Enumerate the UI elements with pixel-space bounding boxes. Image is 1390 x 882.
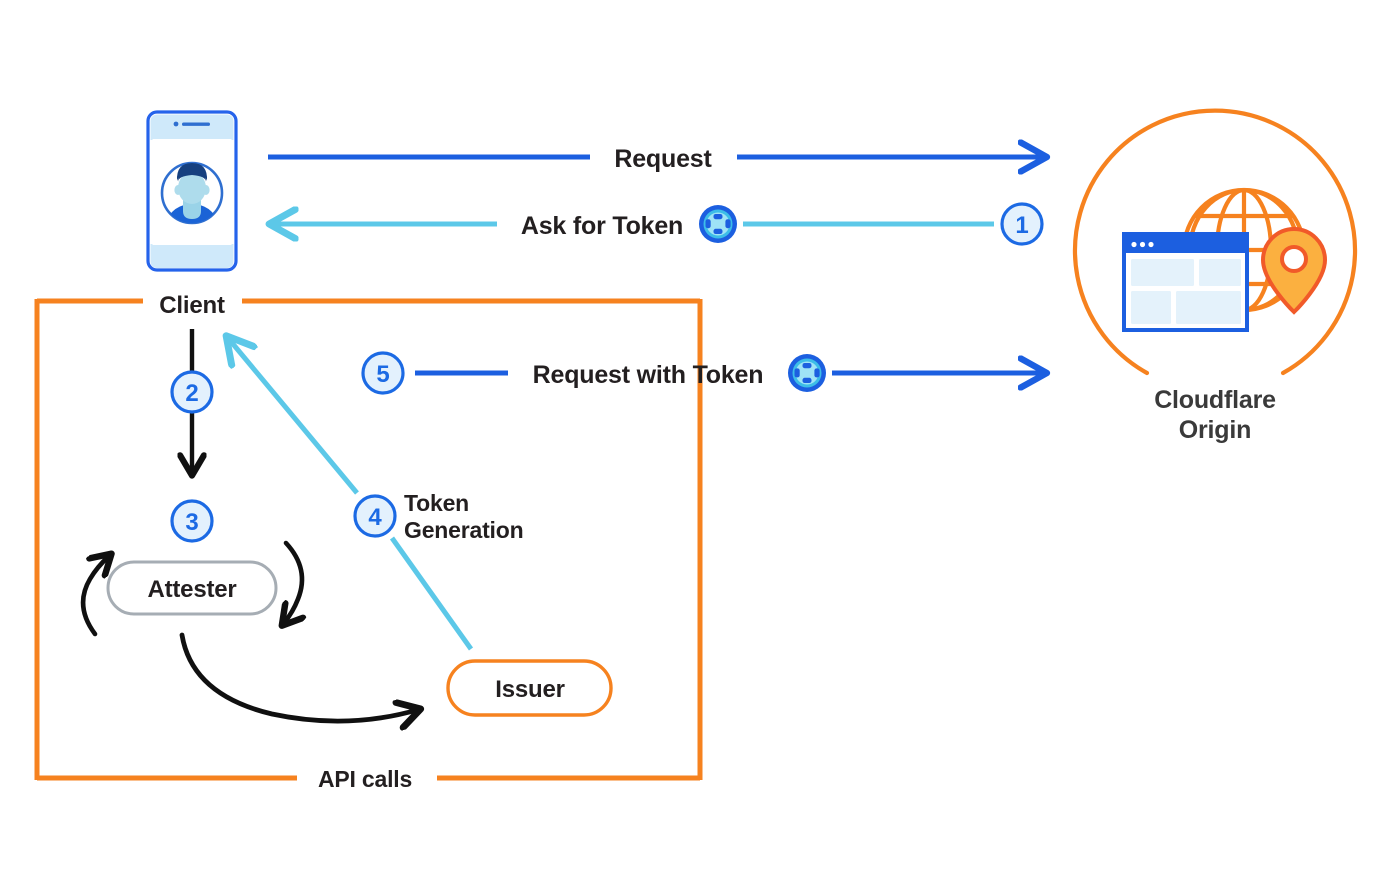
api-calls-label: API calls <box>318 766 412 792</box>
flow-step-2-client-to-attester: 2 <box>170 329 214 472</box>
flow-request-with-token: 5 Request with Token <box>361 351 1044 395</box>
ask-for-token-label: Ask for Token <box>521 212 683 240</box>
token-generation-label-line2: Generation <box>404 517 523 543</box>
origin-ring <box>1072 108 1358 376</box>
step-4-number: 4 <box>368 504 382 531</box>
attester-to-issuer-arrow <box>179 632 417 721</box>
request-with-token-label: Request with Token <box>533 361 764 389</box>
step-2-number: 2 <box>185 380 198 407</box>
origin-label-line2: Origin <box>1179 416 1251 444</box>
browser-window-icon <box>1122 232 1249 332</box>
client-label: Client <box>159 292 225 319</box>
map-pin-icon <box>1260 226 1328 315</box>
token-generation-line-upper <box>228 338 359 495</box>
step-3-number: 3 <box>185 509 198 536</box>
issuer-node: Issuer <box>446 659 613 717</box>
attester-label: Attester <box>147 576 236 603</box>
attester-right-curved-arrow <box>284 540 302 623</box>
user-avatar-icon <box>160 161 224 225</box>
step-badge-2: 2 <box>170 370 214 414</box>
step-badge-4: 4 <box>353 494 397 538</box>
origin-label-line1: Cloudflare <box>1154 386 1276 414</box>
cloudflare-origin-node: Cloudflare Origin <box>1072 108 1358 444</box>
issuer-label: Issuer <box>495 676 565 703</box>
step-badge-3: 3 <box>170 499 214 543</box>
step-badge-1: 1 <box>1000 202 1044 246</box>
attester-left-curved-arrow <box>80 556 109 637</box>
flow-token-generation: 4 Token Generation <box>228 338 524 651</box>
token-generation-label-line1: Token <box>404 490 469 516</box>
request-label: Request <box>614 145 712 173</box>
step-1-number: 1 <box>1015 212 1028 239</box>
token-generation-line-lower <box>389 536 474 651</box>
step-5-number: 5 <box>376 361 389 388</box>
flow-request: Request <box>268 145 1044 173</box>
attester-node: Attester <box>106 560 278 616</box>
token-icon <box>699 205 737 243</box>
api-calls-boundary <box>34 298 703 781</box>
client-phone-icon <box>146 110 238 272</box>
flow-ask-for-token: Ask for Token 1 <box>272 202 1044 246</box>
token-icon <box>788 354 826 392</box>
step-badge-5: 5 <box>361 351 405 395</box>
